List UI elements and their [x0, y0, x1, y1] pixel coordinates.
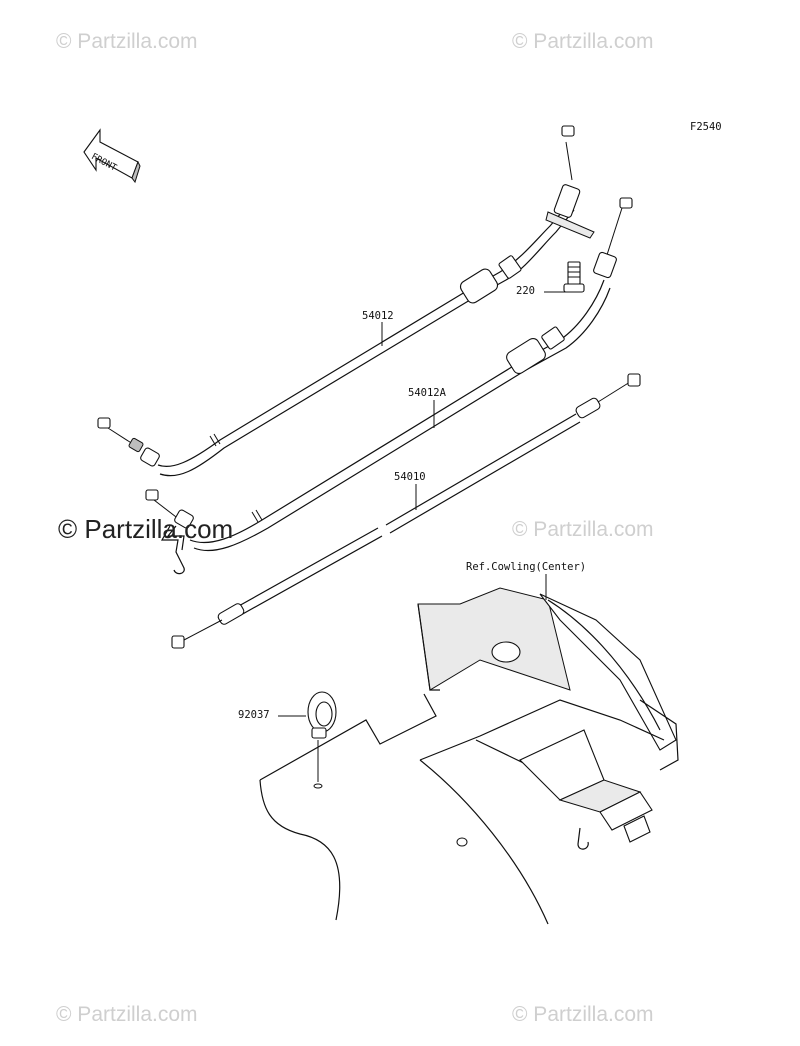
throttle-cable-54012A: [145, 197, 633, 575]
leader-lines: [278, 291, 566, 717]
callout-54010: 54010: [394, 471, 426, 483]
watermark: © Partzilla.com: [512, 518, 654, 541]
cowling-center-reference: [259, 587, 679, 925]
watermark: © Partzilla.com: [56, 30, 198, 53]
watermark: © Partzilla.com: [56, 1003, 198, 1026]
callout-54012: 54012: [362, 310, 394, 322]
figure-code: F2540: [690, 121, 722, 133]
bolt-220: [563, 261, 585, 293]
clutch-cable-54010: [171, 373, 641, 649]
watermark: © Partzilla.com: [58, 514, 234, 544]
callout-92037: 92037: [238, 709, 270, 721]
front-arrow-icon: [83, 128, 141, 184]
reference-label: Ref.Cowling(Center): [466, 561, 587, 573]
throttle-cable-54012: [97, 125, 595, 477]
watermark: © Partzilla.com: [512, 1003, 654, 1026]
watermark: © Partzilla.com: [512, 30, 654, 53]
callout-220: 220: [516, 285, 535, 297]
callout-54012A: 54012A: [408, 387, 446, 399]
grommet-92037: [307, 691, 337, 789]
